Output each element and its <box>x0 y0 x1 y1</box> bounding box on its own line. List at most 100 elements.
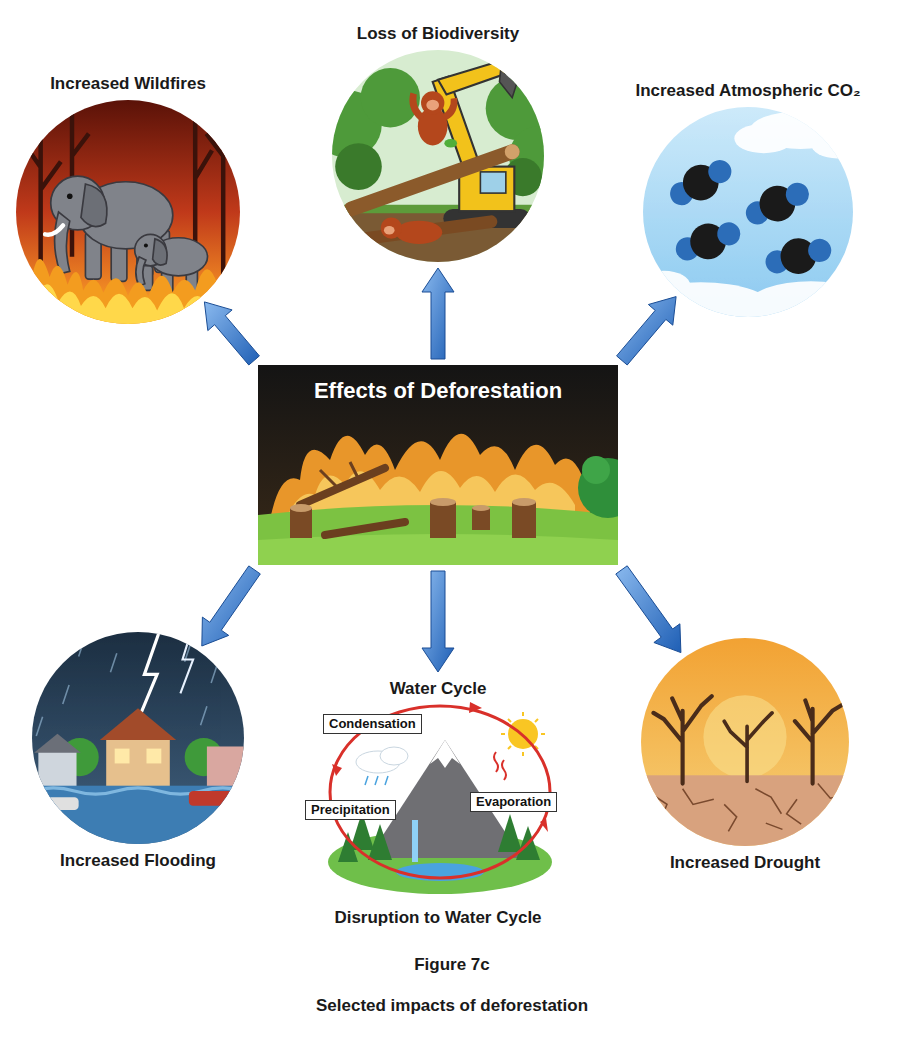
illustration-part <box>136 257 146 286</box>
illustration-part <box>55 212 70 274</box>
illustration-part <box>67 194 73 200</box>
impact-node: Increased Atmospheric CO₂ <box>630 80 865 317</box>
stage-label: Evaporation <box>476 794 551 810</box>
illustration-part <box>144 244 148 248</box>
illustration-part <box>314 50 568 262</box>
illustration-part <box>653 696 711 783</box>
impact-heading: Loss of Biodiversity <box>357 23 519 44</box>
illustration-part <box>146 749 161 764</box>
illustration-part <box>100 708 176 740</box>
illustration-part <box>32 632 244 844</box>
illustration-part <box>430 498 456 506</box>
illustration-part <box>381 91 458 244</box>
illustration-part <box>739 173 815 234</box>
impact-heading: Increased Drought <box>670 852 820 873</box>
illustration-part <box>498 814 522 852</box>
illustration-part <box>761 230 835 282</box>
panel-heading: Water Cycle <box>390 678 487 699</box>
flow-arrow <box>202 566 260 646</box>
illustration-part <box>381 217 402 238</box>
illustration-part <box>724 713 772 782</box>
illustration-part <box>469 702 482 713</box>
illustration-part <box>300 468 385 505</box>
water-cycle-panel: Water CycleDisruption to Water Cycle Cond… <box>305 678 571 928</box>
illustration-part <box>430 502 456 538</box>
illustration-part <box>45 225 63 234</box>
flow-arrow <box>616 566 681 653</box>
illustration-part <box>32 786 244 844</box>
impact-circle <box>16 100 240 324</box>
flow-arrow <box>422 268 454 359</box>
illustration-part <box>499 61 520 98</box>
illustration-part <box>16 100 240 324</box>
illustration-part <box>290 504 312 512</box>
illustration-part <box>258 365 618 565</box>
illustration-part <box>290 502 536 538</box>
stage-label: Precipitation <box>311 802 390 818</box>
panel-caption: Disruption to Water Cycle <box>334 907 541 928</box>
illustration-part <box>258 534 618 565</box>
illustration-part <box>258 365 618 565</box>
stage-tag: Evaporation <box>470 792 557 812</box>
impact-circle <box>332 50 544 262</box>
impact-circle <box>32 632 244 844</box>
illustration-part <box>16 100 240 324</box>
illustration-part <box>115 749 130 764</box>
illustration-part <box>356 747 408 773</box>
illustration-part <box>32 632 244 844</box>
caption-block: Figure 7c Selected impacts of deforestati… <box>0 954 904 1016</box>
illustration-part <box>81 184 107 227</box>
illustration-part <box>332 764 342 776</box>
illustration-part <box>512 502 536 538</box>
flow-arrow <box>204 302 259 365</box>
illustration-part <box>180 632 193 693</box>
illustration-part <box>189 791 234 806</box>
illustration-part <box>16 100 240 324</box>
illustration-part <box>409 92 425 120</box>
illustration-part <box>365 776 388 785</box>
illustration-part <box>505 144 520 159</box>
illustration-part <box>653 696 842 783</box>
illustration-part <box>734 124 793 153</box>
illustration-part <box>332 50 544 262</box>
illustration-part <box>472 505 490 511</box>
box-title: Effects of Deforestation <box>258 365 618 404</box>
illustration-part <box>806 236 834 264</box>
illustration-part <box>641 638 849 846</box>
illustration-part <box>444 139 457 147</box>
illustration-part <box>641 638 849 846</box>
illustration-part <box>149 238 207 276</box>
impact-circle <box>643 107 853 317</box>
illustration-part <box>290 508 312 538</box>
illustration-part <box>332 209 544 262</box>
illustration-part <box>582 456 610 484</box>
illustration-part <box>351 152 512 209</box>
flow-arrow <box>617 297 677 365</box>
illustration-part <box>34 734 81 753</box>
illustration-part <box>641 775 849 846</box>
impact-node: Increased Wildfires <box>11 73 245 324</box>
figure-caption: Figure 7c <box>414 954 490 975</box>
impact-circle <box>641 638 849 846</box>
stage-tag: Condensation <box>323 714 422 734</box>
illustration-part <box>641 638 849 846</box>
illustration-part <box>32 632 244 844</box>
illustration-part <box>472 508 490 530</box>
impact-heading: Increased Wildfires <box>50 73 206 94</box>
illustration-part <box>714 219 744 249</box>
illustration-part <box>153 239 167 265</box>
illustration-part <box>426 100 439 111</box>
stage-label: Condensation <box>329 716 416 732</box>
illustration-part <box>320 462 360 490</box>
figure-subtitle: Selected impacts of deforestation <box>316 995 588 1016</box>
illustration-part <box>438 61 507 95</box>
illustration-part <box>748 281 874 327</box>
illustration-part <box>441 98 457 120</box>
flow-arrow <box>422 571 454 672</box>
illustration-part <box>512 498 536 506</box>
illustration-part <box>795 700 843 783</box>
illustration-part <box>290 498 536 512</box>
